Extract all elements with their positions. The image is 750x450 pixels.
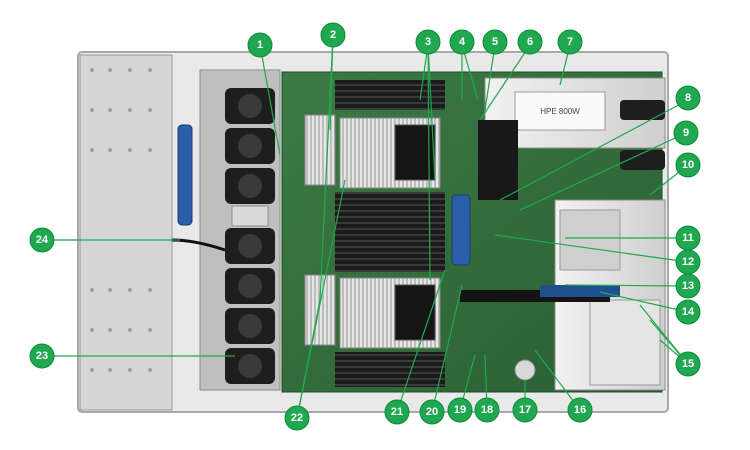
- riser-vent: [589, 299, 661, 386]
- callout-24-label: 24: [36, 234, 49, 246]
- blue-latch-front: [177, 124, 193, 226]
- callout-14: 14: [675, 299, 701, 325]
- callout-6: 6: [517, 29, 543, 55]
- callout-5-label: 5: [492, 36, 498, 48]
- callout-19-label: 19: [454, 404, 466, 416]
- psu-label-plate: [514, 91, 606, 131]
- callout-15-label: 15: [682, 358, 694, 370]
- callout-23-label: 23: [36, 350, 48, 362]
- callout-19: 19: [447, 397, 473, 423]
- psu-label-text: HPE 800W: [540, 107, 580, 116]
- system-battery: [514, 359, 536, 381]
- dimm-bank-top: [335, 80, 445, 110]
- callout-21-label: 21: [391, 406, 403, 418]
- callout-4: 4: [449, 29, 475, 55]
- callout-17: 17: [512, 397, 538, 423]
- pcie-riser-latch: [540, 285, 620, 297]
- callout-10-label: 10: [682, 159, 694, 171]
- callout-7: 7: [557, 29, 583, 55]
- psu-handle-2: [620, 150, 665, 170]
- callout-1: 1: [247, 32, 273, 58]
- callout-14-label: 14: [682, 306, 695, 318]
- system-fans: [225, 88, 275, 384]
- callout-8-label: 8: [685, 92, 691, 104]
- dimm-bank-bottom: [335, 352, 445, 387]
- callout-22: 22: [284, 405, 310, 431]
- callout-17-label: 17: [519, 404, 531, 416]
- callout-4-label: 4: [459, 36, 466, 48]
- callout-11-label: 11: [682, 232, 694, 244]
- callout-9: 9: [673, 120, 699, 146]
- callout-9-label: 9: [683, 127, 689, 139]
- psu-connector: [478, 120, 518, 200]
- fan-blank: [231, 205, 269, 227]
- callout-8: 8: [675, 85, 701, 111]
- callout-16-label: 16: [574, 404, 586, 416]
- callout-2: 2: [320, 22, 346, 48]
- callout-20-label: 20: [426, 406, 438, 418]
- callout-13-label: 13: [682, 280, 694, 292]
- callout-3-label: 3: [425, 36, 431, 48]
- callout-16: 16: [567, 397, 593, 423]
- processor-2-label: [394, 284, 436, 341]
- callout-11: 11: [675, 225, 701, 251]
- callout-5: 5: [482, 29, 508, 55]
- callout-24: 24: [29, 227, 55, 253]
- callout-23: 23: [29, 343, 55, 369]
- callout-20: 20: [419, 399, 445, 425]
- callout-6-label: 6: [527, 36, 533, 48]
- front-drive-cage: [79, 54, 173, 411]
- callout-18-label: 18: [481, 404, 493, 416]
- callout-22-label: 22: [291, 412, 303, 424]
- callout-12-label: 12: [682, 256, 694, 268]
- callout-15: 15: [675, 351, 701, 377]
- callout-1-label: 1: [257, 39, 263, 51]
- front-drive-cage-vents: [90, 68, 152, 372]
- cpu2-heatsink-left: [304, 274, 336, 346]
- callout-3: 3: [415, 29, 441, 55]
- callout-7-label: 7: [567, 36, 573, 48]
- blue-latch-center: [451, 194, 471, 266]
- riser-slot-top: [559, 209, 621, 271]
- callout-21: 21: [384, 399, 410, 425]
- callout-18: 18: [474, 397, 500, 423]
- dimm-bank-middle: [335, 192, 445, 272]
- callout-13: 13: [675, 273, 701, 299]
- psu-handle-1: [620, 100, 665, 120]
- callout-12: 12: [675, 249, 701, 275]
- callout-10: 10: [675, 152, 701, 178]
- callout-2-label: 2: [330, 29, 336, 41]
